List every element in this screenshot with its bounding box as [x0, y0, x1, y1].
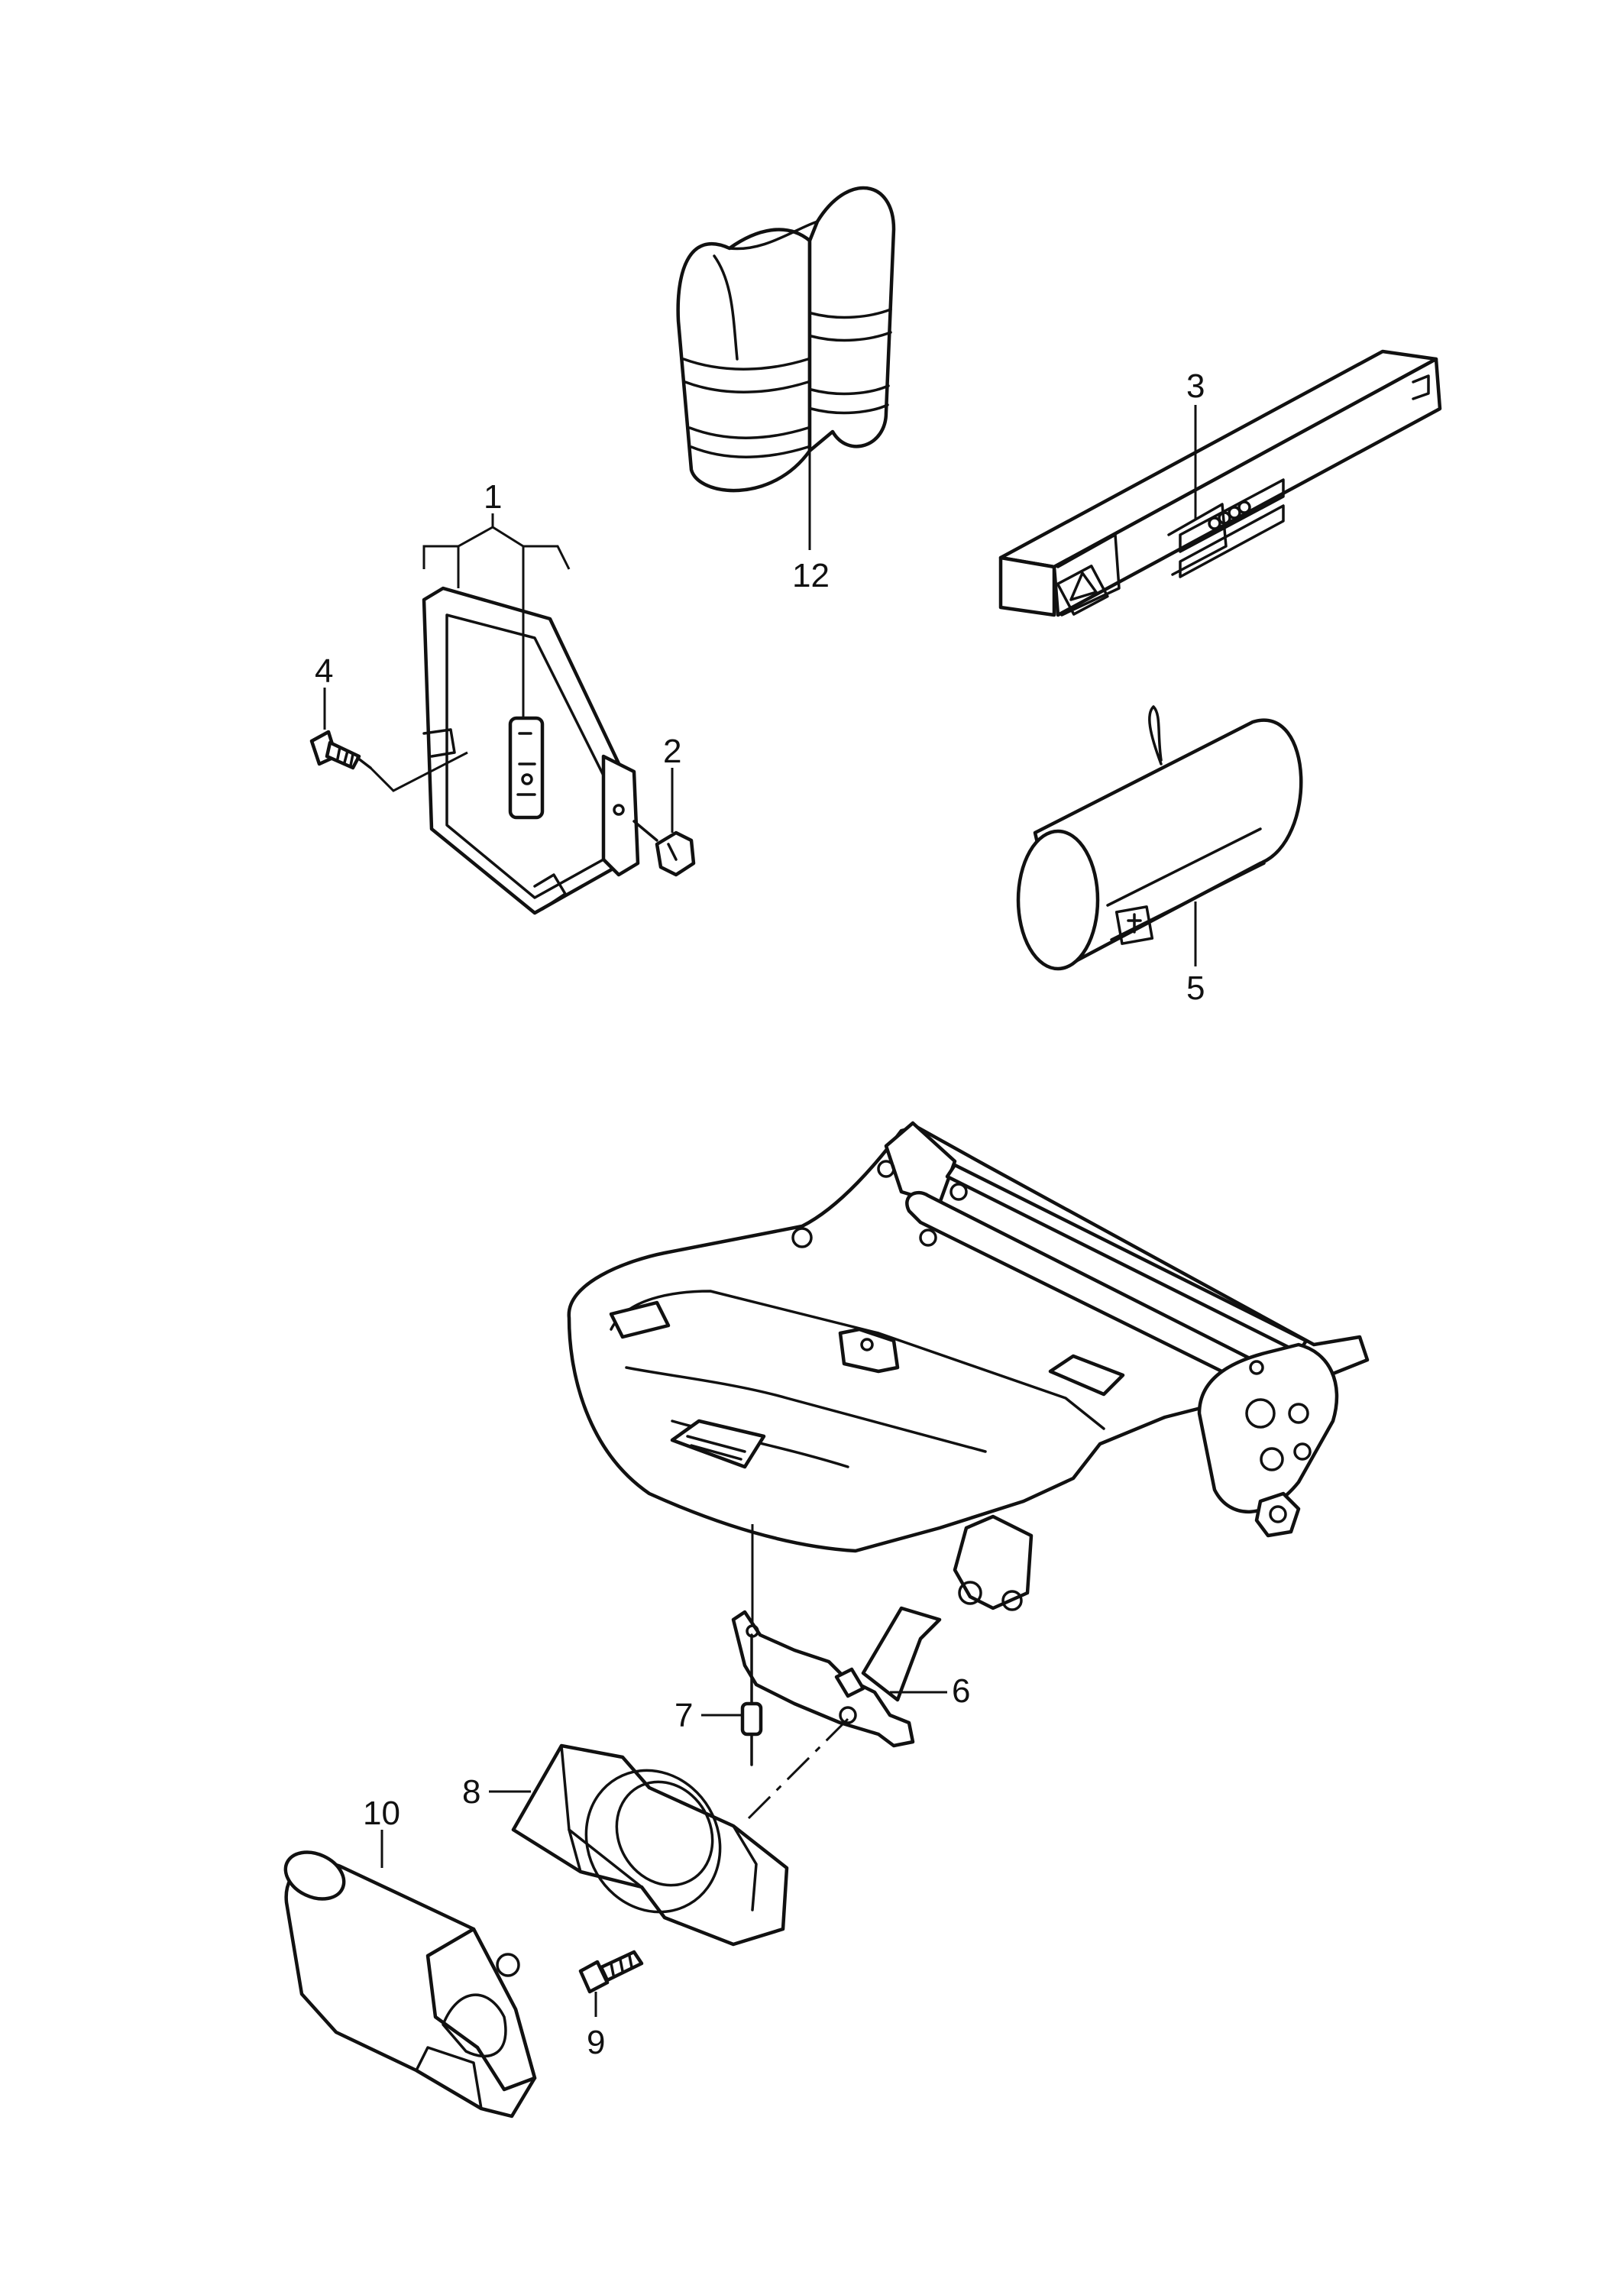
extinguisher-holder-part-8[interactable]: [511, 1743, 789, 1947]
callout-8: 8: [462, 1773, 480, 1811]
warning-triangle-box-part[interactable]: [998, 349, 1442, 617]
holder-bracket-part[interactable]: [422, 586, 640, 915]
seat-frame-part: [567, 1121, 1370, 1611]
callout-5: 5: [1186, 969, 1205, 1007]
callout-1: 1: [484, 478, 502, 516]
callout-3: 3: [1186, 367, 1205, 405]
rivet-part-7[interactable]: [740, 1633, 763, 1766]
callout-12: 12: [792, 557, 830, 594]
fire-extinguisher-part-10[interactable]: [278, 1843, 537, 2119]
bolt-part-9[interactable]: [578, 1950, 644, 1994]
clip-part-2[interactable]: [632, 820, 696, 877]
callout-2: 2: [663, 733, 681, 770]
callout-9: 9: [587, 2024, 605, 2061]
first-aid-kit-part[interactable]: [1016, 705, 1303, 971]
leader-brace-1: [422, 526, 571, 570]
screw-part-4[interactable]: [309, 730, 372, 770]
safety-vest-part[interactable]: [676, 186, 896, 493]
callout-7: 7: [675, 1697, 693, 1734]
alignment-line: [747, 1717, 849, 1820]
callout-6: 6: [952, 1672, 970, 1710]
callout-4: 4: [315, 652, 333, 690]
leader-line-4b: [369, 751, 468, 792]
callout-10: 10: [363, 1795, 400, 1832]
mounting-bracket-part-6[interactable]: [731, 1606, 942, 1748]
